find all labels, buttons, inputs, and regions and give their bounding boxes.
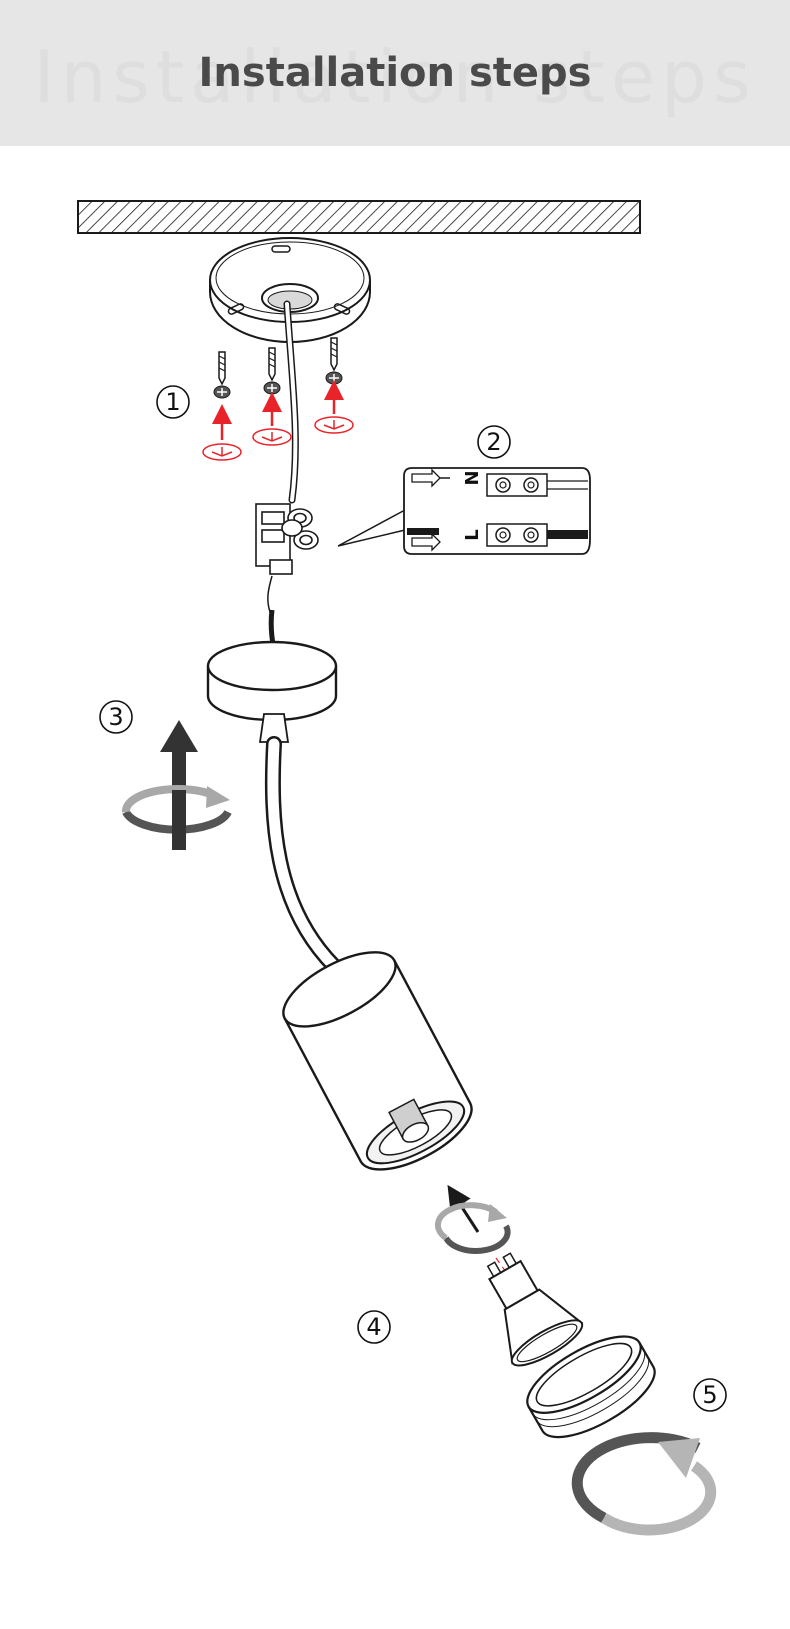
svg-text:2: 2 <box>486 428 501 456</box>
lamp-body <box>282 951 473 1171</box>
svg-text:3: 3 <box>108 703 123 731</box>
page-title: Installation steps <box>198 50 592 96</box>
screw-icon <box>213 351 231 399</box>
gu10-bulb-icon <box>486 1252 584 1367</box>
live-label: L <box>462 529 483 540</box>
callout-pointer <box>337 509 406 547</box>
bulb-insert-arrow <box>447 1184 480 1233</box>
wiring-detail-box: N L <box>403 467 591 555</box>
ghost-title: Installation steps <box>33 35 757 119</box>
rotate-arrow-icon <box>434 1202 511 1254</box>
svg-text:5: 5 <box>702 1381 717 1409</box>
wall-anchors <box>202 416 354 461</box>
step-5-label: 5 <box>693 1378 727 1412</box>
ceiling <box>77 200 641 234</box>
step-2-label: 2 <box>477 425 511 459</box>
svg-text:4: 4 <box>366 1313 381 1341</box>
canopy-cup <box>206 640 338 743</box>
neutral-label: N <box>462 470 483 485</box>
step-1-label: 1 <box>156 385 190 419</box>
front-ring <box>526 1335 656 1439</box>
screw-icon <box>263 347 281 395</box>
screw-icon <box>325 337 343 385</box>
rotate-arrow-icon <box>571 1432 717 1536</box>
header-banner: Installation steps Installation steps <box>0 0 790 146</box>
suspension-cable <box>264 736 342 974</box>
terminal-connector <box>255 503 319 613</box>
screw-red-arrows <box>212 380 344 440</box>
rotate-arrow-icon <box>121 785 232 850</box>
svg-text:1: 1 <box>165 388 180 416</box>
step-3-label: 3 <box>99 700 133 734</box>
step-4-label: 4 <box>357 1310 391 1344</box>
